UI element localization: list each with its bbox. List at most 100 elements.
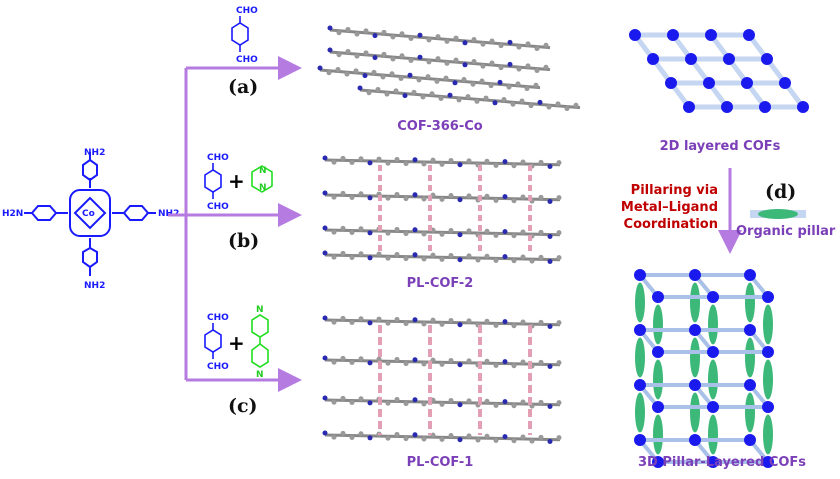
atom — [537, 99, 543, 105]
atom — [510, 101, 516, 107]
reaction-arrows — [168, 56, 302, 392]
atom — [457, 362, 463, 368]
atom — [502, 434, 508, 440]
atom — [349, 230, 355, 236]
atom — [546, 104, 552, 110]
atom — [529, 258, 535, 264]
atom — [354, 31, 360, 37]
atom — [502, 229, 508, 235]
atom — [394, 156, 400, 162]
atom — [520, 359, 526, 365]
atom — [385, 195, 391, 201]
step-b-label: (b) — [228, 230, 259, 252]
grid-node — [629, 29, 641, 41]
atom — [516, 44, 522, 50]
plcof1-layer — [322, 395, 562, 409]
atom — [493, 257, 499, 263]
atom — [511, 323, 517, 329]
atom — [399, 53, 405, 59]
atom — [340, 315, 346, 321]
atom — [547, 364, 553, 369]
cho-c2: CHO — [207, 362, 229, 372]
metal-node — [707, 346, 719, 358]
atom — [556, 360, 562, 366]
atom — [412, 432, 418, 438]
atom — [547, 259, 553, 264]
atom — [435, 34, 441, 40]
atom — [543, 64, 549, 70]
cobalt-label: Co — [82, 209, 95, 219]
atom — [564, 106, 570, 112]
atom — [394, 396, 400, 402]
atom — [461, 77, 467, 83]
cho-b1: CHO — [207, 153, 229, 163]
atom — [484, 158, 490, 164]
atom — [340, 190, 346, 196]
atom — [453, 57, 459, 63]
atom — [556, 160, 562, 166]
atom — [403, 361, 409, 367]
atom — [412, 157, 418, 163]
atom — [376, 251, 382, 257]
organic-pillar — [745, 337, 755, 378]
atom — [528, 103, 534, 109]
atom — [556, 320, 562, 326]
metal-node — [652, 291, 664, 303]
atom — [479, 78, 485, 84]
organic-pillar — [635, 392, 645, 433]
atom — [367, 360, 373, 366]
metal-node — [634, 434, 646, 446]
atom — [408, 35, 414, 41]
atom — [538, 194, 544, 200]
atom — [435, 56, 441, 62]
atom — [421, 256, 427, 262]
plcof1-layer — [322, 355, 562, 369]
atom — [493, 232, 499, 238]
atom — [507, 61, 513, 67]
atom — [443, 75, 449, 81]
grid-node — [761, 53, 773, 65]
atom — [421, 161, 427, 167]
atom — [493, 322, 499, 328]
atom — [372, 55, 378, 61]
grid-node — [647, 53, 659, 65]
atom — [516, 66, 522, 72]
atom — [538, 159, 544, 165]
atom — [466, 158, 472, 164]
atom — [399, 31, 405, 37]
atom — [421, 196, 427, 202]
atom — [426, 59, 432, 65]
atom — [390, 56, 396, 62]
organic-pillar — [690, 392, 700, 433]
atom — [547, 439, 553, 444]
atom — [506, 84, 512, 90]
atom — [511, 363, 517, 369]
atom — [349, 400, 355, 406]
atom — [358, 251, 364, 257]
atom — [367, 320, 373, 326]
atom — [456, 97, 462, 103]
atom — [385, 360, 391, 366]
atom — [466, 358, 472, 364]
atom — [462, 40, 468, 46]
atom — [448, 433, 454, 439]
terephthalaldehyde-b — [204, 163, 222, 199]
atom — [492, 100, 498, 106]
atom — [322, 395, 328, 401]
atom — [358, 356, 364, 362]
co-porphyrin-monomer — [24, 152, 156, 276]
layered-cof-label: 2D layered COFs — [660, 139, 781, 154]
plcof1-layer — [322, 430, 562, 444]
atom — [421, 231, 427, 237]
grid-node — [721, 101, 733, 113]
atom — [538, 434, 544, 440]
bipyridine — [251, 314, 269, 368]
atom — [556, 230, 562, 236]
atom — [389, 71, 395, 77]
atom — [498, 43, 504, 49]
atom — [366, 90, 372, 96]
pyrazine — [251, 165, 273, 193]
plcof1-label: PL-COF-1 — [407, 455, 474, 470]
atom — [434, 78, 440, 84]
plcof2-label: PL-COF-2 — [407, 276, 474, 291]
